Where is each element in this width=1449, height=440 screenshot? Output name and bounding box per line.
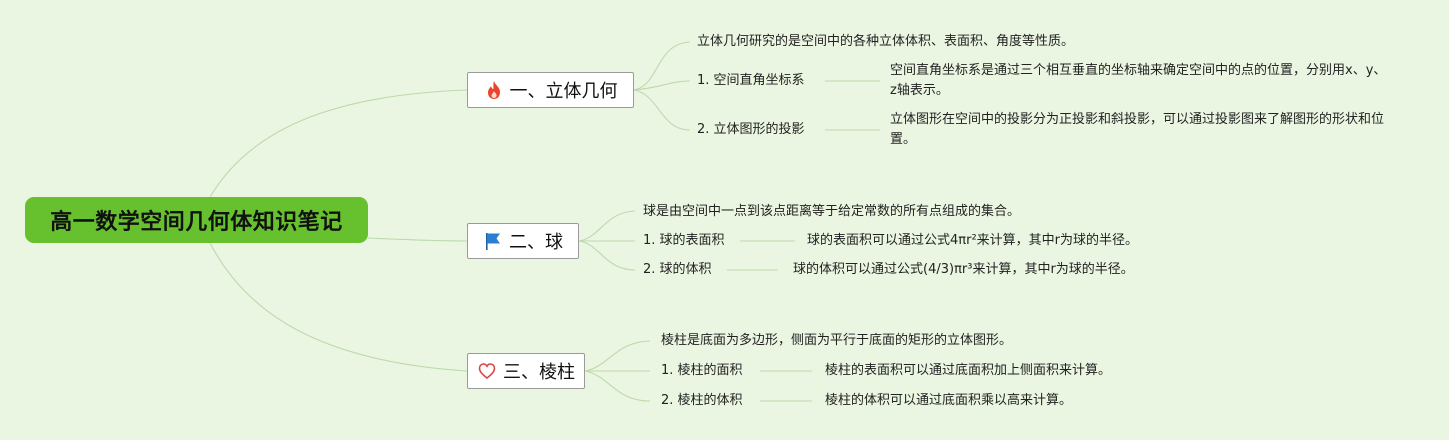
branch-label: 一、立体几何 bbox=[509, 81, 618, 102]
subtopic-desc: 球的体积可以通过公式(4/3)πr³来计算，其中r为球的半径。 bbox=[793, 262, 1134, 277]
subtopic-desc: 空间直角坐标系是通过三个相互垂直的坐标轴来确定空间中的点的位置，分别用x、y、z… bbox=[890, 63, 1387, 98]
subtopic-projection[interactable]: 2. 立体图形的投影 bbox=[697, 122, 805, 137]
heart-outline-icon bbox=[477, 361, 497, 381]
root-title: 高一数学空间几何体知识笔记 bbox=[50, 210, 343, 235]
fire-icon bbox=[484, 80, 504, 100]
branch-topic-solid-geometry[interactable]: 一、立体几何 bbox=[467, 72, 634, 108]
subtopic-sphere-surface-area[interactable]: 1. 球的表面积 bbox=[643, 233, 725, 248]
subtopic-desc: 棱柱的表面积可以通过底面积加上侧面积来计算。 bbox=[825, 363, 1112, 378]
subtopic-prism-volume[interactable]: 2. 棱柱的体积 bbox=[661, 393, 743, 408]
root-topic[interactable]: 高一数学空间几何体知识笔记 bbox=[25, 197, 368, 243]
branch-topic-sphere[interactable]: 二、球 bbox=[467, 223, 579, 259]
branch-topic-prism[interactable]: 三、棱柱 bbox=[467, 353, 585, 389]
branch-summary: 棱柱是底面为多边形，侧面为平行于底面的矩形的立体图形。 bbox=[661, 333, 1013, 348]
subtopic-sphere-volume[interactable]: 2. 球的体积 bbox=[643, 262, 712, 277]
subtopic-desc: 立体图形在空间中的投影分为正投影和斜投影，可以通过投影图来了解图形的形状和位置。 bbox=[890, 112, 1385, 147]
branch-label: 三、棱柱 bbox=[503, 362, 575, 383]
subtopic-coordinate-system[interactable]: 1. 空间直角坐标系 bbox=[697, 73, 805, 88]
subtopic-desc: 棱柱的体积可以通过底面积乘以高来计算。 bbox=[825, 393, 1073, 408]
subtopic-prism-area[interactable]: 1. 棱柱的面积 bbox=[661, 363, 743, 378]
branch-label: 二、球 bbox=[509, 232, 563, 253]
branch-summary: 球是由空间中一点到该点距离等于给定常数的所有点组成的集合。 bbox=[643, 204, 1021, 219]
branch-summary: 立体几何研究的是空间中的各种立体体积、表面积、角度等性质。 bbox=[697, 34, 1075, 49]
flag-icon bbox=[483, 231, 503, 251]
subtopic-desc: 球的表面积可以通过公式4πr²来计算，其中r为球的半径。 bbox=[807, 233, 1138, 248]
